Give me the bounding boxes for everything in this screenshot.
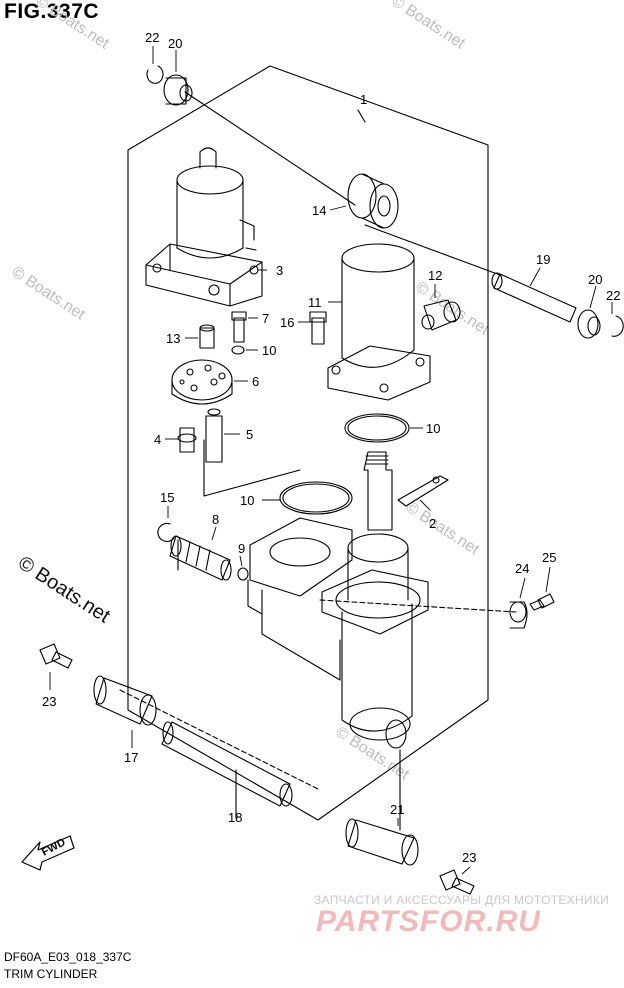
callout-4: 4	[154, 432, 161, 447]
fwd-arrow-icon	[21, 835, 75, 871]
callout-10: 10	[426, 421, 440, 436]
callout-7: 7	[262, 311, 269, 326]
callout-3: 3	[276, 263, 283, 278]
callout-15: 15	[160, 490, 174, 505]
assembly-frame	[127, 65, 489, 821]
figure-code: DF60A_E03_018_337C	[4, 950, 132, 964]
callout-11: 11	[308, 295, 322, 310]
fwd-label: FWD	[40, 836, 68, 858]
figure-title: FIG.337C	[4, 0, 100, 23]
callout-2: 2	[429, 516, 436, 531]
callout-9: 9	[238, 541, 245, 556]
callout-23: 23	[42, 694, 56, 709]
callout-10: 10	[262, 343, 276, 358]
callout-10: 10	[240, 493, 254, 508]
callout-23: 23	[462, 850, 476, 865]
callout-17: 17	[124, 750, 138, 765]
figure-caption: TRIM CYLINDER	[4, 967, 98, 981]
callout-24: 24	[515, 561, 529, 576]
callout-20: 20	[168, 36, 182, 51]
callout-5: 5	[246, 427, 253, 442]
callout-19: 19	[536, 252, 550, 267]
callout-12: 12	[428, 268, 442, 283]
callout-6: 6	[252, 374, 259, 389]
callout-22: 22	[145, 30, 159, 45]
callout-25: 25	[542, 550, 556, 565]
callout-21: 21	[390, 802, 404, 817]
callout-20: 20	[588, 272, 602, 287]
callout-8: 8	[212, 512, 219, 527]
callout-18: 18	[228, 810, 242, 825]
callout-22: 22	[606, 288, 620, 303]
callout-14: 14	[312, 203, 326, 218]
shop-watermark-tagline: ЗАПЧАСТИ И АКСЕССУАРЫ ДЛЯ МОТОТЕХНИКИ	[314, 893, 610, 907]
callout-13: 13	[166, 331, 180, 346]
callout-16: 16	[280, 315, 294, 330]
shop-watermark-logo: PARTSFOR.RU	[316, 905, 541, 938]
callout-1: 1	[360, 92, 367, 107]
